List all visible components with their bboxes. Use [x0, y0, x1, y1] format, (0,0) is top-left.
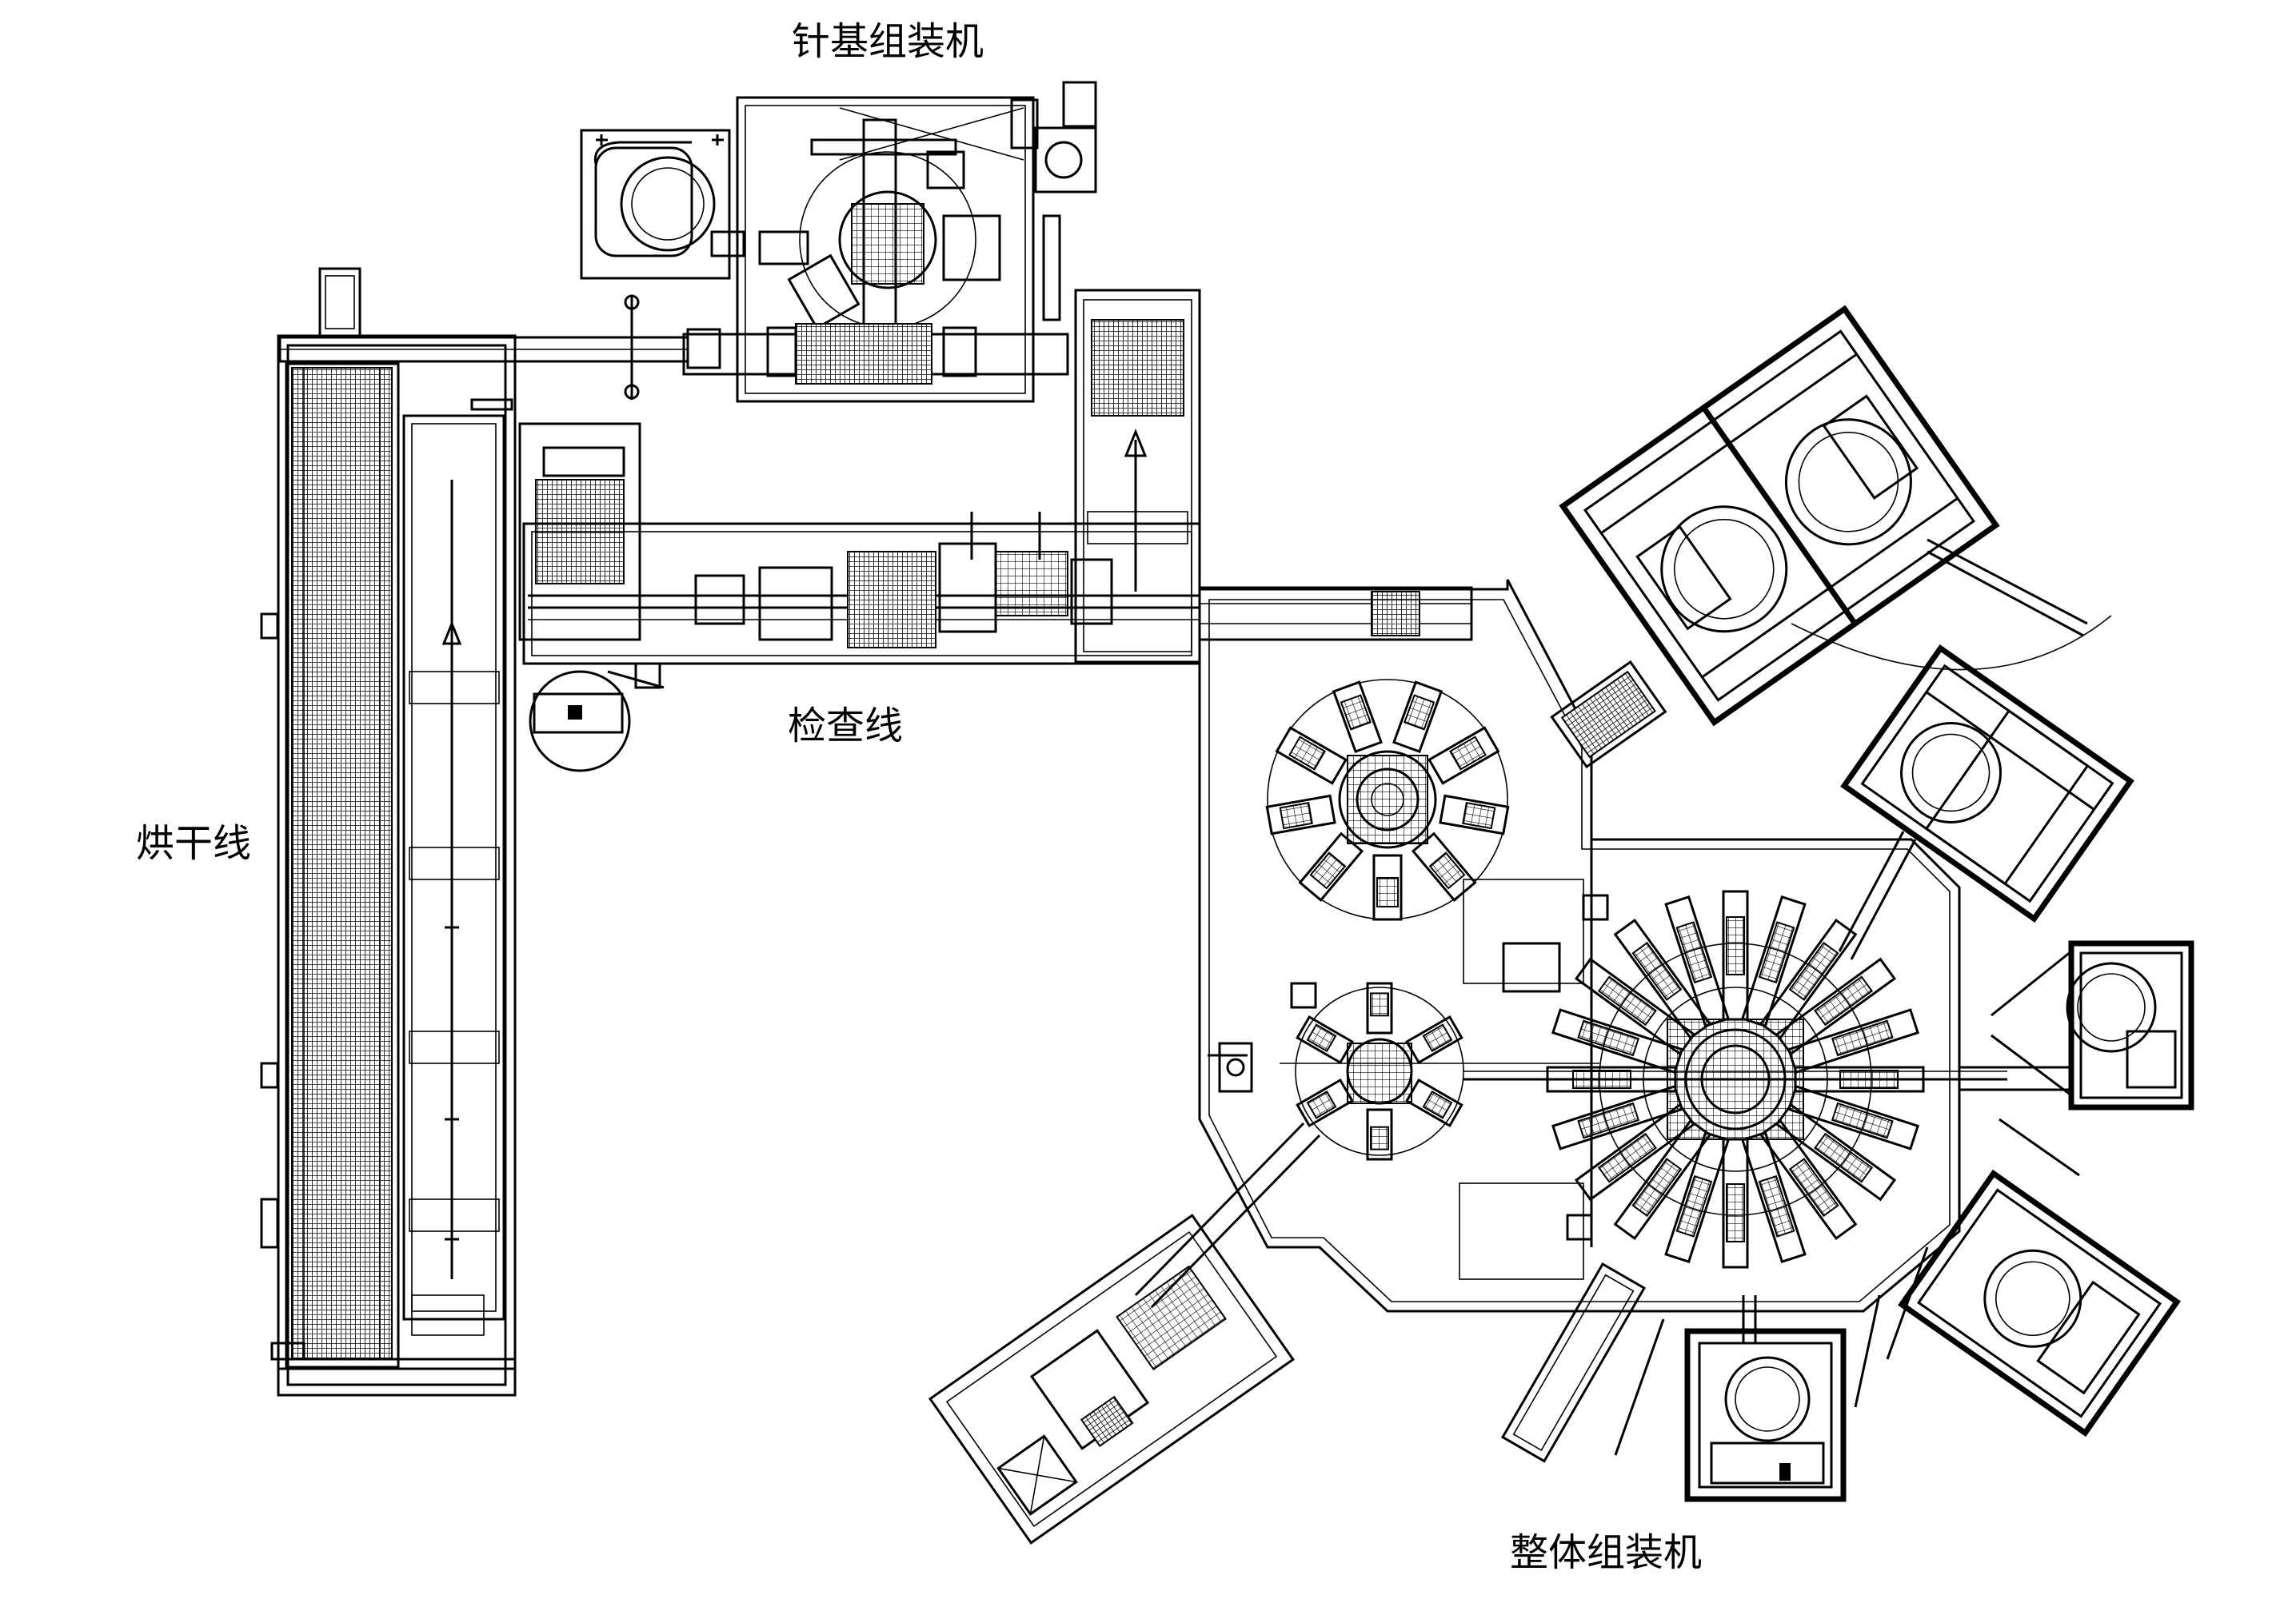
feeder-station-upper-right — [1550, 305, 2112, 769]
drying-line-machine — [260, 267, 517, 1397]
tooling-arm — [1775, 1103, 1897, 1202]
tooling-arm — [1551, 1008, 1684, 1074]
label-pin-base-assembly-machine: 针基组装机 — [792, 19, 984, 64]
upper-left-turret — [1265, 679, 1510, 921]
tooling-arm — [1741, 1130, 1807, 1264]
tooling-arm — [1366, 982, 1393, 1035]
tooling-arm — [1428, 726, 1500, 785]
tooling-arm — [1722, 890, 1749, 1021]
feeder-station-right — [1958, 940, 2194, 1177]
tooling-arm — [1392, 680, 1443, 753]
tooling-arm — [1722, 1138, 1749, 1269]
tooling-arm — [1664, 1130, 1730, 1264]
tooling-arm — [1296, 1078, 1354, 1128]
tooling-arm — [1275, 726, 1348, 785]
tooling-arm — [1759, 918, 1858, 1040]
tooling-arm — [1296, 1015, 1354, 1065]
label-drying-line: 烘干线 — [136, 821, 252, 866]
inspection-to-assembly-conveyor — [1198, 586, 1473, 641]
tooling-arm — [1405, 1015, 1463, 1065]
tooling-arm — [1332, 680, 1383, 753]
pin-base-assembly-machine — [580, 81, 1097, 403]
label-inspection-line: 检查线 — [788, 704, 904, 748]
main-assembly-turret — [1463, 890, 2007, 1269]
feeder-station-bottom — [1684, 1295, 1847, 1502]
tooling-arm — [1546, 1066, 1677, 1093]
tooling-arm — [1613, 918, 1712, 1040]
tooling-arm — [1411, 831, 1477, 902]
tooling-arm — [1439, 794, 1510, 835]
tooling-arm — [1372, 854, 1403, 921]
tooling-arm — [1741, 895, 1807, 1028]
tooling-arm — [1787, 1008, 1920, 1074]
upper-transfer-conveyor — [278, 294, 721, 411]
outfeed-conveyor-station — [928, 1122, 1321, 1545]
tooling-arm — [1298, 831, 1364, 902]
tooling-arm — [1787, 1085, 1920, 1150]
tooling-arm — [1265, 794, 1336, 835]
feeder-station-lower-right — [1854, 1169, 2181, 1438]
tooling-arm — [1664, 895, 1730, 1028]
feeder-station-right-upper — [1838, 644, 2134, 960]
label-overall-assembly-machine: 整体组装机 — [1510, 1530, 1703, 1575]
discharge-chute — [1500, 1262, 1665, 1463]
tooling-arm — [1613, 1119, 1712, 1241]
tooling-arm — [1405, 1078, 1463, 1128]
tooling-arm — [1794, 1066, 1925, 1093]
inspection-line-machine — [518, 289, 1201, 772]
overall-assembly-machine — [1198, 579, 2007, 1313]
tooling-arm — [1759, 1119, 1858, 1241]
tooling-arm — [1574, 1103, 1696, 1202]
tooling-arm — [1574, 957, 1696, 1056]
tooling-arm — [1551, 1085, 1684, 1150]
tooling-arm — [1775, 957, 1897, 1056]
tooling-arm — [1366, 1108, 1393, 1161]
lower-left-turret — [1295, 982, 1464, 1161]
